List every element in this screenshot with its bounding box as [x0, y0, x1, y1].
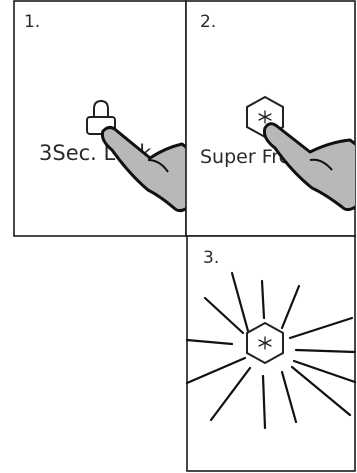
step-1-panel: 1. 3Sec. Lock	[14, 1, 190, 236]
step-2-number: 2.	[200, 12, 216, 32]
step-3-panel: 3.	[187, 236, 355, 471]
snowflake-icon	[247, 323, 283, 363]
step-1-number: 1.	[24, 12, 40, 32]
step-3-number: 3.	[203, 248, 219, 268]
step-2-panel: 2. Super Freeze	[186, 1, 357, 236]
